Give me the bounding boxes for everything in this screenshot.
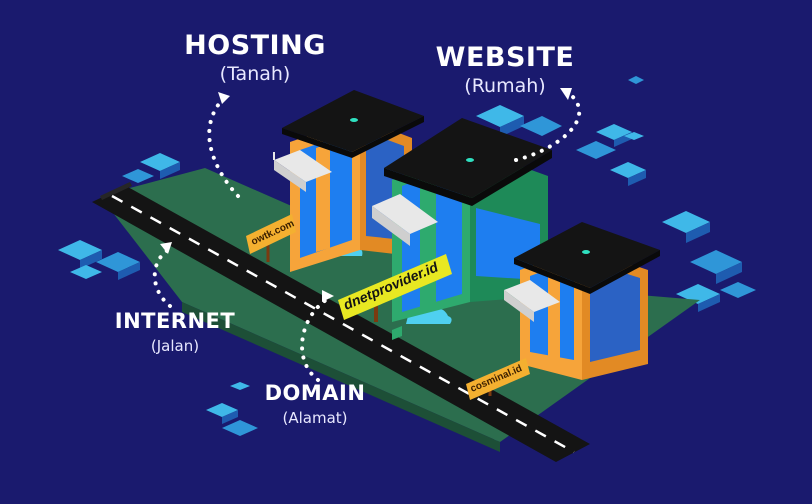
arrow-domain: [300, 298, 328, 382]
cube-cluster-left: [58, 153, 180, 280]
floating-cubes: [58, 76, 756, 442]
domain-subtitle: (Alamat): [282, 409, 348, 427]
website-title: WEBSITE: [435, 42, 575, 73]
hosting-label: HOSTING (Tanah): [180, 30, 330, 85]
arrow-website: [514, 94, 581, 162]
arrowhead-internet: [160, 242, 172, 254]
cube-cluster-right-top: [476, 76, 646, 186]
road: [92, 182, 590, 462]
dotted-arrows: [152, 94, 581, 382]
arrowhead-website: [560, 88, 572, 100]
arrowhead-hosting: [218, 92, 230, 104]
domain-title: DOMAIN: [264, 381, 366, 405]
website-subtitle: (Rumah): [464, 75, 546, 97]
arrowhead-domain: [322, 290, 334, 302]
domain-label: DOMAIN (Alamat): [240, 381, 390, 427]
internet-subtitle: (Jalan): [150, 337, 200, 355]
building-right: [504, 222, 660, 380]
hosting-title: HOSTING: [184, 30, 326, 61]
cube-cluster-right-mid: [662, 211, 756, 312]
hosting-subtitle: (Tanah): [219, 63, 291, 85]
ground-edge: [182, 302, 500, 452]
arrow-heads: [160, 88, 572, 302]
arrow-hosting: [207, 98, 240, 198]
internet-label: INTERNET (Jalan): [100, 309, 250, 355]
internet-title: INTERNET: [114, 309, 236, 333]
website-label: WEBSITE (Rumah): [430, 42, 580, 97]
